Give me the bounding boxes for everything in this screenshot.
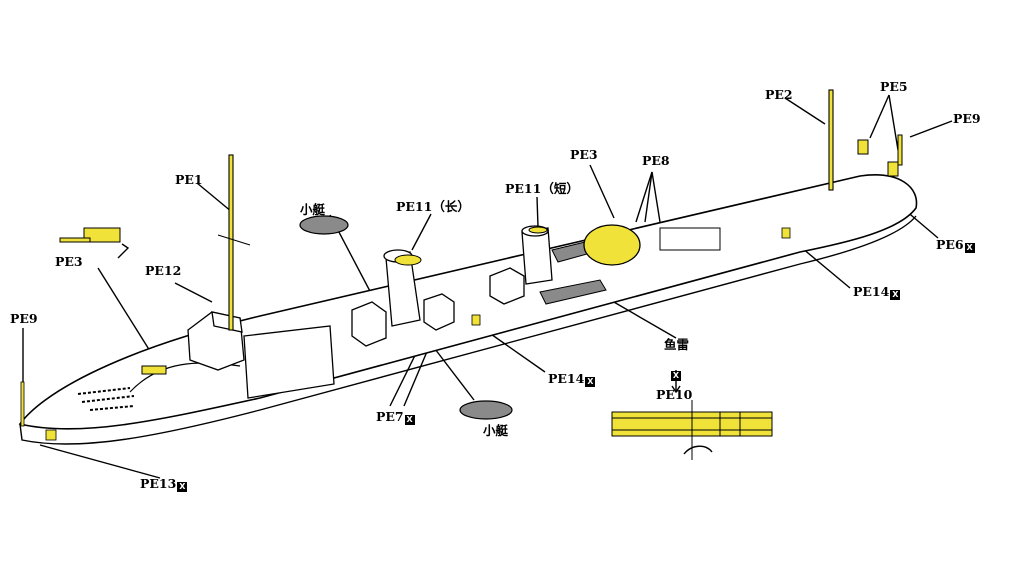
deck-hatches — [659, 227, 721, 251]
aft-mast — [828, 89, 834, 191]
label-pe3-mid: PE3 — [570, 147, 598, 162]
mark-pe14-right: X — [890, 290, 901, 300]
aft-fittings — [857, 134, 903, 177]
label-boat-top: 小艇 — [300, 202, 326, 217]
label-boat-bottom: 小艇 — [483, 423, 509, 438]
pe10-mark: X — [670, 366, 681, 381]
mark-pe6: X — [964, 243, 975, 253]
mark-pe10: X — [671, 371, 681, 381]
mark-pe7: X — [404, 415, 415, 425]
label-torpedo: 鱼雷 — [664, 337, 690, 352]
pe10-rotate-arrow — [683, 445, 713, 455]
bow-fitting — [45, 429, 57, 441]
turntable — [583, 224, 641, 266]
label-pe12: PE12 — [145, 263, 182, 278]
label-pe5: PE5 — [880, 79, 908, 94]
pe10-ribs — [612, 400, 772, 460]
label-pe11-long: PE11（长） — [396, 199, 470, 214]
fore-mast — [217, 154, 251, 331]
bow-gun — [59, 227, 167, 375]
label-pe9-left: PE9 — [10, 311, 38, 326]
label-pe11-short: PE11（短） — [505, 181, 579, 196]
rotation-arrow — [117, 243, 130, 259]
label-pe2: PE2 — [765, 87, 793, 102]
bridge — [187, 311, 335, 399]
jack-staff — [20, 381, 25, 427]
label-pe8: PE8 — [642, 153, 670, 168]
label-pe9-right: PE9 — [953, 111, 981, 126]
boats — [299, 215, 513, 420]
pe14-right-part — [781, 227, 791, 239]
label-pe3-bow: PE3 — [55, 254, 83, 269]
funnel-grille — [394, 226, 548, 266]
label-pe10: PE10 — [656, 387, 693, 402]
mark-pe14-mid: X — [585, 377, 596, 387]
mark-pe13: X — [177, 482, 188, 492]
label-pe1: PE1 — [175, 172, 203, 187]
anchor-chains — [77, 387, 135, 411]
pe14-mid-part — [471, 314, 481, 326]
hull-side — [19, 215, 917, 445]
